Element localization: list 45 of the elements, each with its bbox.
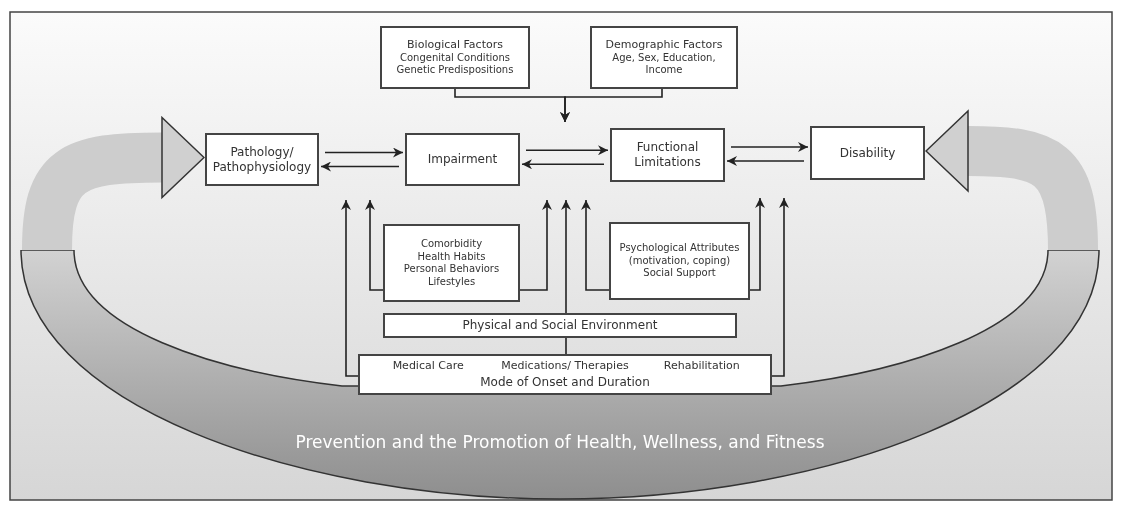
arrow <box>730 142 809 152</box>
arrow <box>341 199 359 377</box>
node-label: Medical Care <box>391 359 465 373</box>
arrow <box>726 156 805 166</box>
connector-line <box>565 337 567 355</box>
arrow <box>521 159 605 170</box>
arrow <box>519 199 552 291</box>
node-label: Mode of Onset and Duration <box>479 374 651 390</box>
node-label: Medications/ Therapies <box>500 359 630 373</box>
arrow <box>320 161 400 172</box>
node-label: Pathology/ Pathophysiology <box>211 144 313 175</box>
factor-box <box>609 222 750 300</box>
node-label: Health Habits <box>417 250 486 263</box>
factor-box <box>610 128 725 182</box>
node-label: Physical and Social Environment <box>462 318 658 333</box>
factor-box <box>380 26 530 89</box>
arrow <box>324 147 404 158</box>
arrow <box>581 199 610 291</box>
band-label: Prevention and the Promotion of Health, Wellness, and Fitness <box>294 432 826 452</box>
node-label: Impairment <box>427 152 498 167</box>
node-label: Functional Limitations <box>633 140 702 170</box>
node-label: Lifestyles <box>427 275 476 288</box>
arrow <box>749 197 765 291</box>
arrow <box>561 199 571 314</box>
arrow <box>560 88 663 123</box>
arrow <box>365 199 384 291</box>
node-label: Rehabilitation <box>662 359 741 373</box>
arrow <box>525 145 609 156</box>
arrow <box>771 197 789 377</box>
node-label: Age, Sex, Education, Income <box>611 51 717 77</box>
factor-box <box>383 224 520 302</box>
node-label: Social Support <box>643 267 716 280</box>
factor-box <box>810 126 925 180</box>
factor-box <box>205 133 319 186</box>
node-label: Biological Factors <box>407 38 503 52</box>
factor-box <box>358 354 772 395</box>
node-label: Disability <box>839 145 896 161</box>
node-label: Psychological Attributes (motivation, coping) <box>618 242 741 268</box>
node-label: Personal Behaviors <box>403 263 500 276</box>
factor-box <box>383 313 737 338</box>
node-label: Congenital Conditions Genetic Predispositions <box>395 51 515 77</box>
node-label: Demographic Factors <box>605 38 723 52</box>
node-label: Comorbidity <box>420 238 483 251</box>
factor-box <box>405 133 520 186</box>
factor-box <box>590 26 738 89</box>
